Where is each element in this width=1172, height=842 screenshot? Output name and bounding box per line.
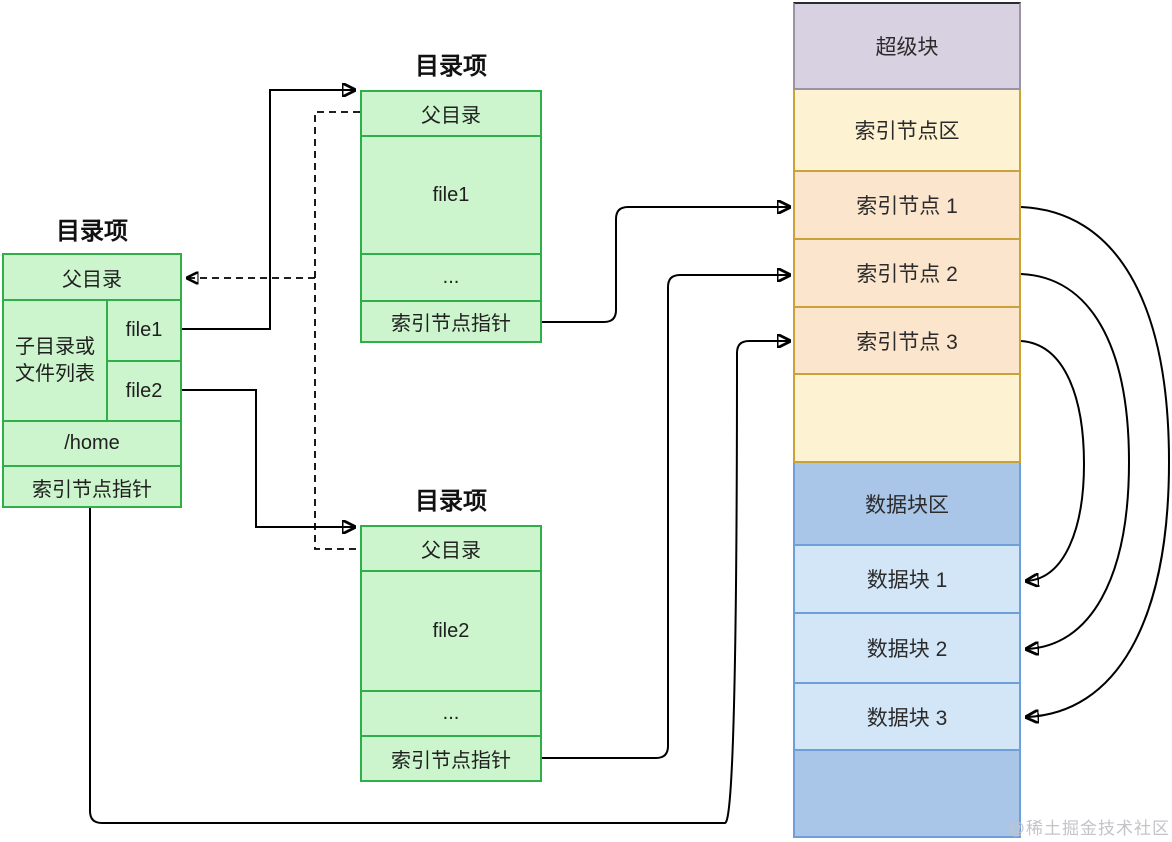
file2-entry-inode-pointer-cell: 索引节点指针 — [391, 750, 511, 772]
inode-area-filler-block — [793, 375, 1021, 463]
left-entry-file2-cell: file2 — [125, 379, 163, 402]
dashed-parent-reference-trunk — [314, 111, 360, 550]
left-entry-file-list: file1 file2 — [108, 301, 180, 420]
file1-entry-name-cell: file1 — [362, 137, 540, 255]
left-entry-children-label: 子目录或 文件列表 — [4, 301, 108, 420]
file2-entry-ellipsis-cell: ... — [362, 692, 540, 737]
file1-entry-ellipsis-cell: ... — [362, 255, 540, 302]
left-entry-title: 目录项 — [56, 218, 128, 245]
left-entry-children-section: 子目录或 文件列表 file1 file2 — [4, 301, 180, 422]
file1-entry-parent-cell: 父目录 — [362, 92, 540, 137]
arrow-file2-pointer-to-inode2 — [542, 275, 789, 759]
inode-2-block: 索引节点 2 — [793, 240, 1021, 308]
arrow-file2-to-file2-entry — [182, 389, 354, 527]
disk-layout-column: 超级块 索引节点区 索引节点 1 索引节点 2 索引节点 3 数据块区 数据块 … — [793, 2, 1021, 838]
left-entry-home-cell: /home — [4, 422, 180, 467]
data-area-filler-block — [793, 751, 1021, 838]
children-label-line2: 文件列表 — [15, 362, 95, 385]
file2-entry-parent-cell: 父目录 — [362, 527, 540, 572]
data-block-1: 数据块 1 — [793, 546, 1021, 614]
data-block-3: 数据块 3 — [793, 684, 1021, 751]
data-area-block: 数据块区 — [793, 463, 1021, 546]
inode-3-block: 索引节点 3 — [793, 308, 1021, 375]
bottom-entry-title: 目录项 — [415, 488, 487, 515]
arrow-inode3-to-data1 — [1020, 340, 1086, 581]
data-block-2: 数据块 2 — [793, 614, 1021, 684]
arrow-file1-to-file1-entry — [182, 90, 354, 330]
inode-1-block: 索引节点 1 — [793, 172, 1021, 240]
arrow-inode2-to-data2 — [1020, 273, 1131, 649]
left-entry-file1-cell: file1 — [108, 301, 180, 362]
left-entry-parent-cell: 父目录 — [4, 255, 180, 301]
file2-entry-name-cell: file2 — [362, 572, 540, 692]
left-entry-inode-pointer-cell: 索引节点指针 — [32, 479, 152, 501]
inode-area-block: 索引节点区 — [793, 90, 1021, 172]
superblock-block: 超级块 — [793, 2, 1021, 90]
file2-directory-entry-box: 父目录 file2 ... 索引节点指针 — [360, 525, 542, 782]
left-directory-entry-box: 父目录 子目录或 文件列表 file1 file2 /home 索引节点指针 — [2, 253, 182, 508]
arrow-file1-pointer-to-inode1 — [542, 207, 789, 323]
watermark-text: @稀土掘金技术社区 — [1007, 819, 1170, 838]
top-entry-title: 目录项 — [415, 53, 487, 80]
arrow-inode1-to-data3 — [1020, 206, 1171, 717]
children-label-line1: 子目录或 — [15, 335, 95, 358]
file1-entry-inode-pointer-cell: 索引节点指针 — [391, 313, 511, 335]
file1-directory-entry-box: 父目录 file1 ... 索引节点指针 — [360, 90, 542, 343]
